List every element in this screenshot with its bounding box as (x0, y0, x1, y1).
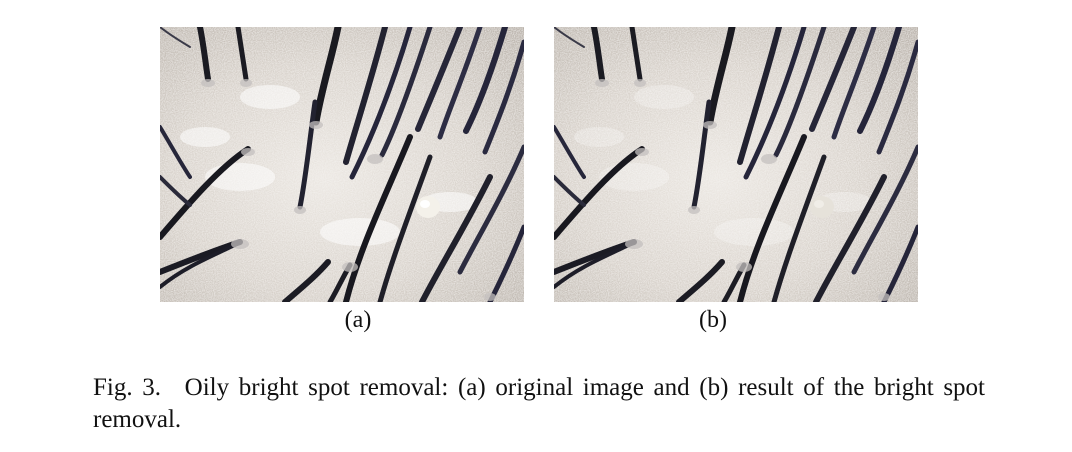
figure-panel-a (160, 27, 524, 302)
figure-caption: Fig. 3. Oily bright spot removal: (a) or… (93, 372, 985, 436)
figure-caption-text: Oily bright spot removal: (a) original i… (93, 374, 985, 433)
figure-caption-label: Fig. 3. (93, 374, 162, 401)
panel-b-label: (b) (699, 307, 727, 333)
scalp-result-image (554, 27, 918, 302)
panel-a-label: (a) (344, 307, 372, 333)
scalp-original-image (160, 27, 524, 302)
figure-panel-b (554, 27, 918, 302)
